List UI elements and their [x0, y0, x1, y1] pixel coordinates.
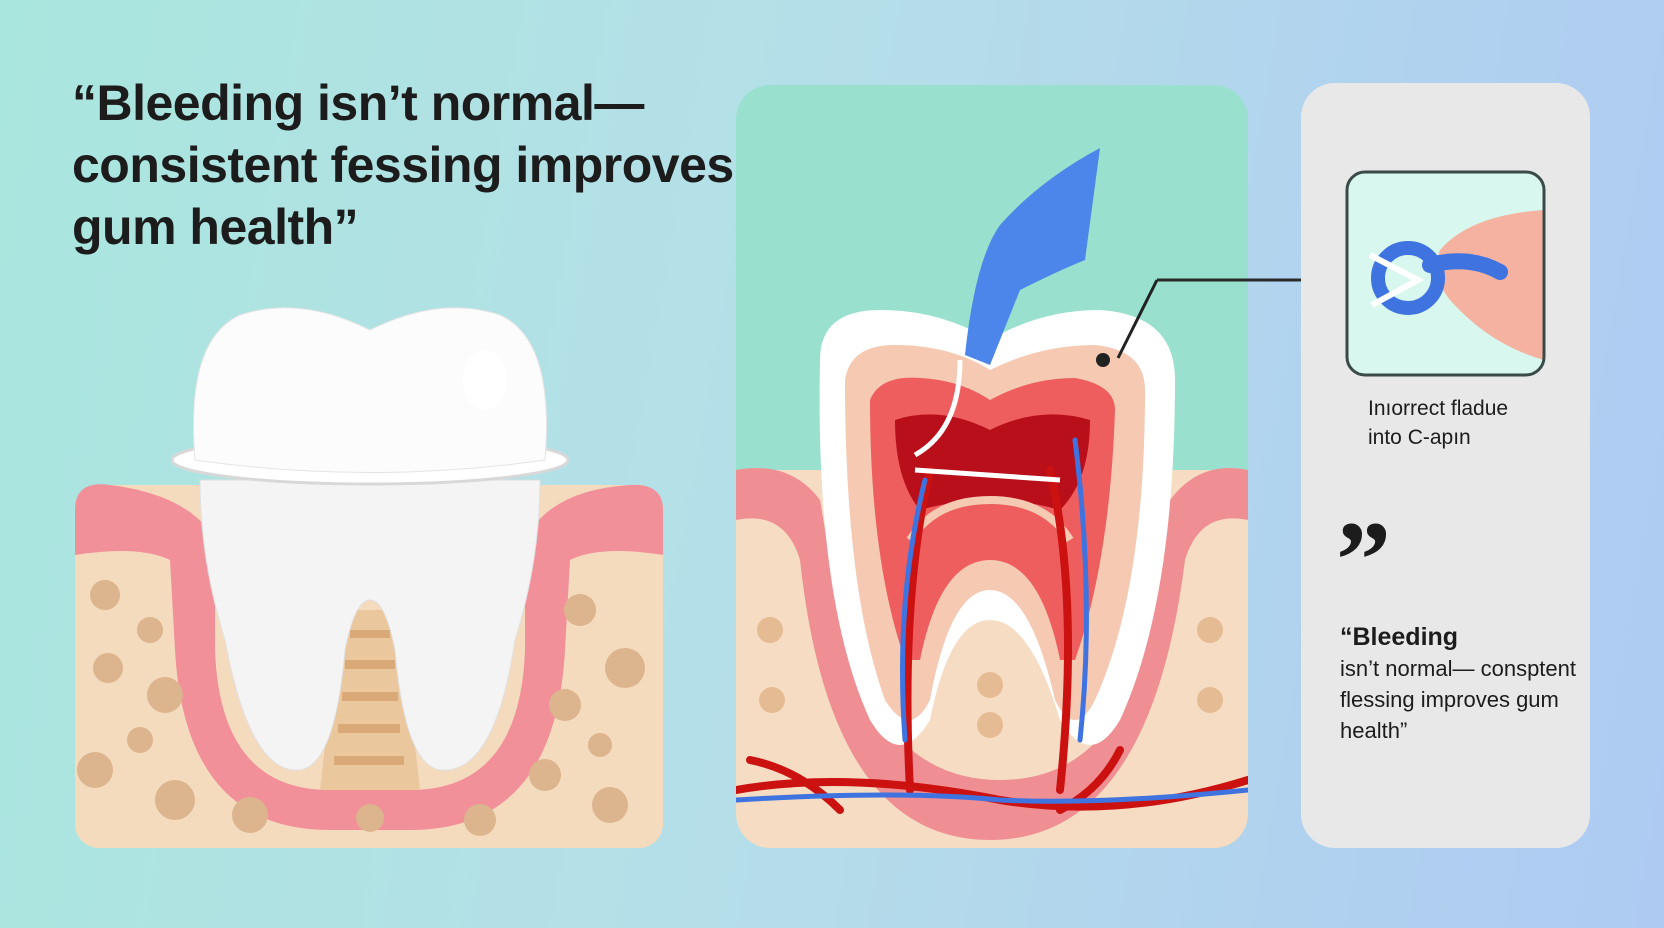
tooth-cross-section-illustration [736, 85, 1248, 848]
pull-quote: “Bleeding isn’t normal— consptent flessi… [1340, 622, 1580, 746]
closing-quote-icon: ” [1336, 499, 1391, 621]
quote-body: isn’t normal— consptent flessing improve… [1340, 656, 1576, 743]
headline: “Bleeding isn’t normal—consistent fessin… [72, 75, 734, 255]
caption-line: Inıorrect fladue [1368, 397, 1509, 420]
caption-line: into C-apın [1368, 426, 1471, 449]
tooth-in-gum-illustration [75, 307, 663, 848]
quote-lead: “Bleeding [1340, 623, 1459, 651]
inset-caption: Inıorrect fladue into C-apın [1368, 394, 1508, 452]
